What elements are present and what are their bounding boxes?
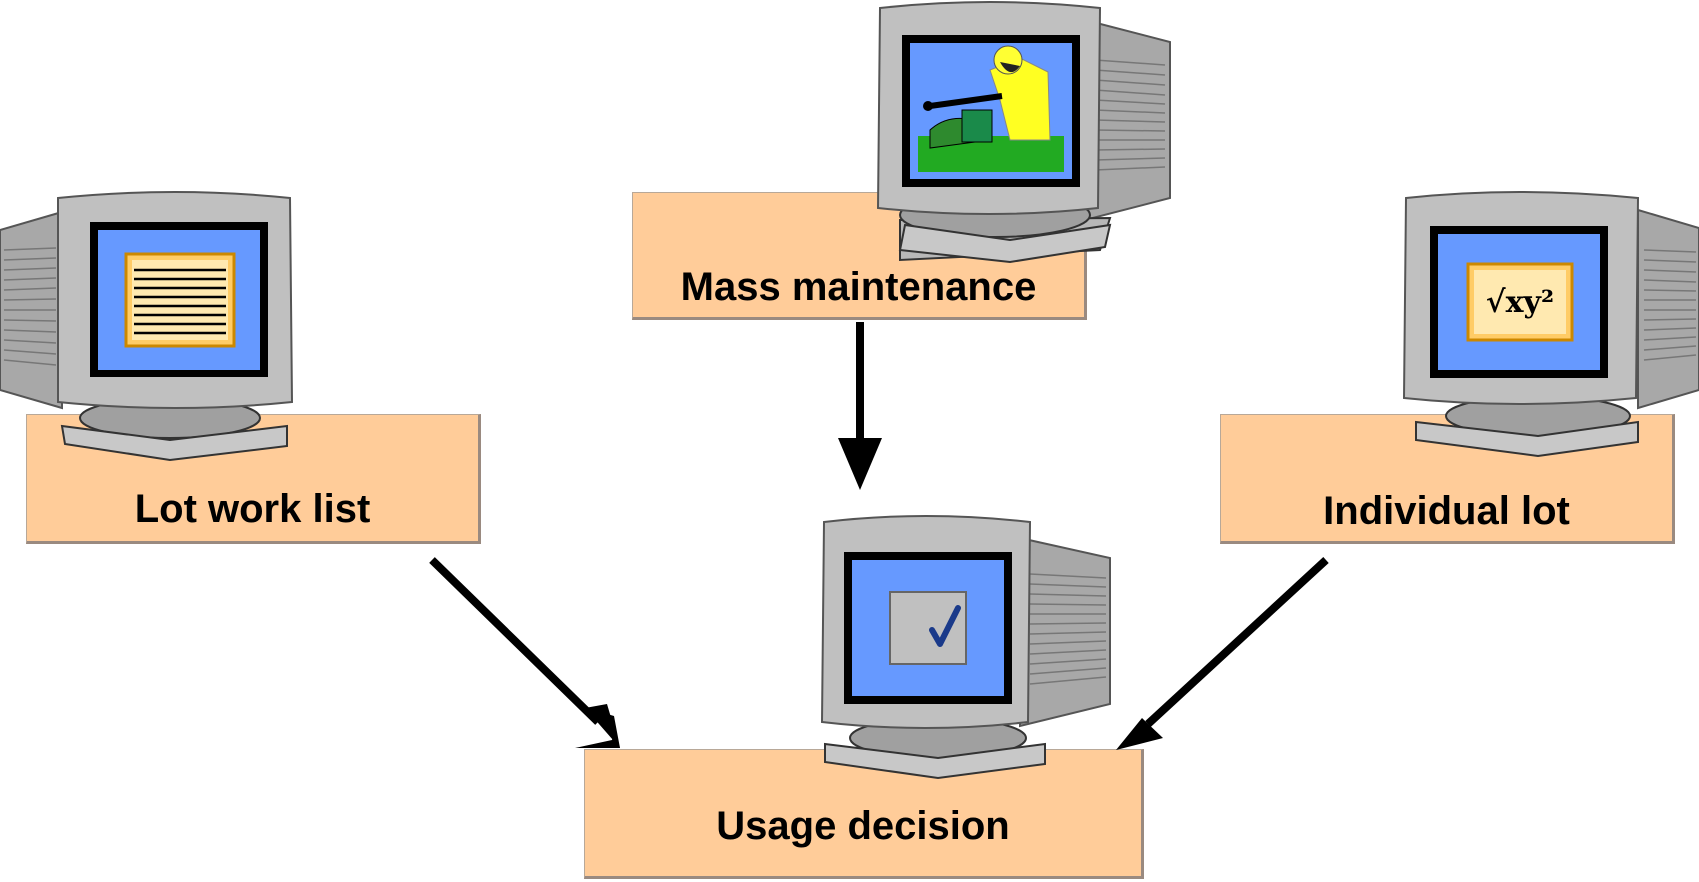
- arrow-individual-to-usage: [1116, 557, 1329, 750]
- label-usage-decision: Usage decision: [716, 804, 1010, 848]
- document-icon: [124, 252, 236, 348]
- label-individual-lot: Individual lot: [1323, 489, 1570, 533]
- label-mass-maintenance: Mass maintenance: [680, 265, 1037, 309]
- monitor-lot-work-list: [0, 191, 294, 462]
- monitor-usage-decision: [820, 515, 1111, 780]
- arrow-lot-list-to-usage: [429, 557, 620, 748]
- formula-text: √xy²: [1486, 285, 1554, 320]
- worker-icon: [918, 45, 1064, 172]
- monitor-mass-maintenance: [876, 1, 1171, 264]
- checkmark-icon: [889, 591, 967, 665]
- formula-icon: √xy²: [1466, 262, 1574, 342]
- box-usage-decision: Usage decision: [584, 749, 1144, 879]
- label-lot-work-list: Lot work list: [134, 487, 371, 531]
- arrow-mass-to-usage: [838, 322, 882, 490]
- monitor-individual-lot: √xy²: [1402, 191, 1699, 458]
